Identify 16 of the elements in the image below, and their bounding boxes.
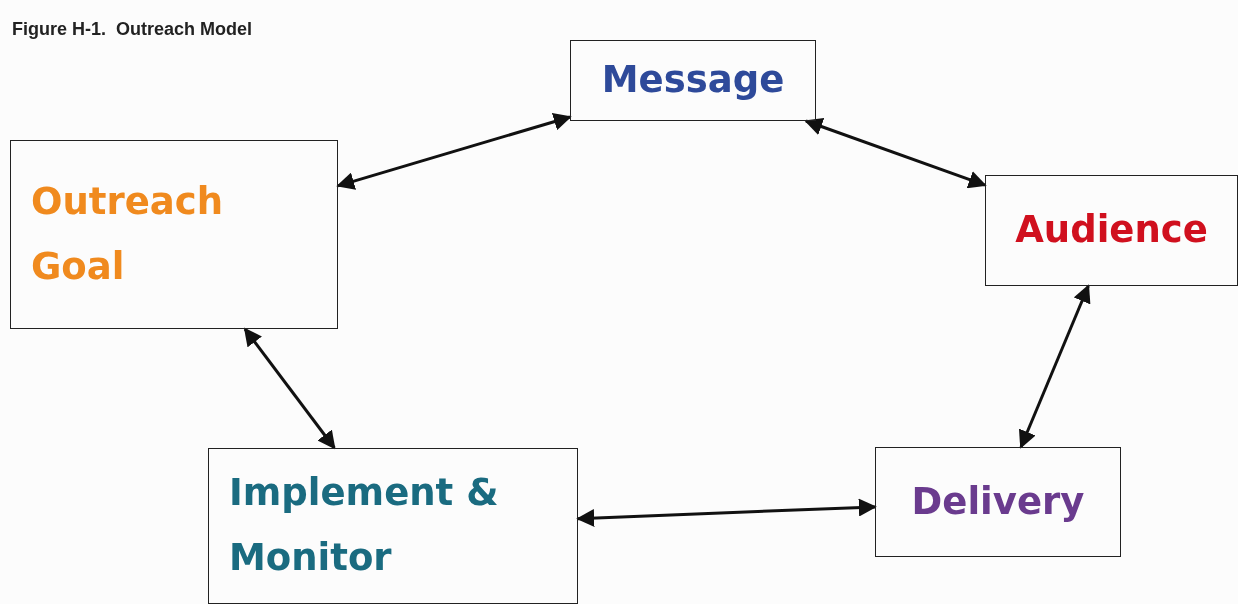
process-box (875, 447, 1121, 557)
double-arrow (804, 118, 987, 189)
figure-title: Figure H-1. Outreach Model (12, 19, 253, 40)
box-label: Outreach Goal (31, 178, 225, 290)
box-label: Message (601, 57, 785, 104)
double-arrow (576, 498, 877, 527)
double-arrow (243, 327, 336, 450)
double-arrow (336, 113, 572, 190)
process-box (208, 448, 578, 604)
process-box (985, 175, 1238, 286)
box-label: Implement & Monitor (229, 470, 500, 581)
box-label: Audience (1015, 207, 1208, 254)
process-box (10, 140, 338, 329)
process-box (570, 40, 816, 121)
box-label: Delivery (911, 478, 1085, 525)
double-arrow (1018, 284, 1091, 449)
